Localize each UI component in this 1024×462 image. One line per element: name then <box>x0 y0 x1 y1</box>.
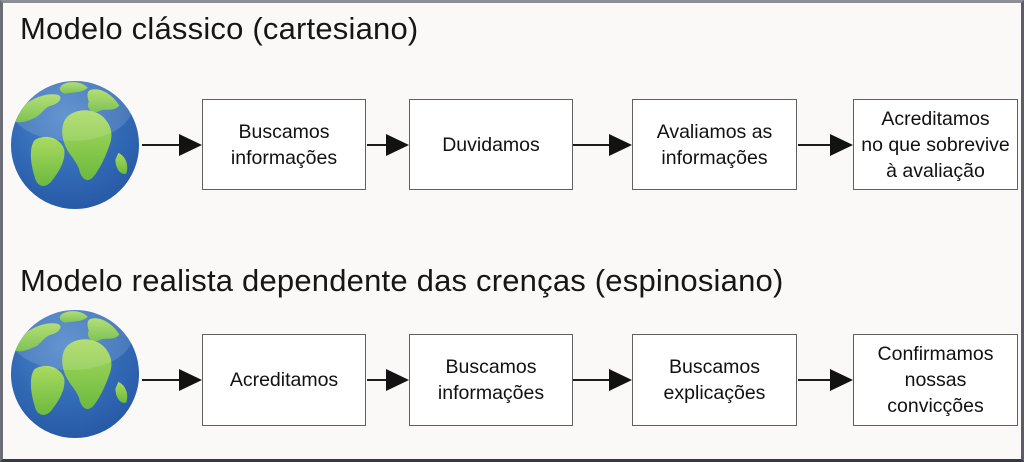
arrow-head-icon <box>179 134 202 156</box>
step-label: Acreditamos no que sobrevive à avaliação <box>861 107 1010 182</box>
arrow-head-icon <box>386 369 409 391</box>
flow-arrow <box>142 369 202 391</box>
earth-globe-icon <box>8 78 142 212</box>
classic-model-title: Modelo clássico (cartesiano) <box>20 11 419 46</box>
earth-globe-icon <box>8 307 142 441</box>
flow-arrow <box>573 134 632 156</box>
step-label: Buscamos informações <box>437 356 545 404</box>
flow-arrow <box>142 134 202 156</box>
flow-arrow <box>573 369 632 391</box>
step-box: Avaliamos as informações <box>632 99 797 190</box>
arrow-shaft <box>367 379 386 381</box>
step-box: Duvidamos <box>409 99 573 190</box>
step-box: Acreditamos <box>202 334 366 426</box>
realist-model-title: Modelo realista dependente das crenças (… <box>20 263 784 298</box>
arrow-shaft <box>573 379 609 381</box>
step-box: Buscamos informações <box>202 99 366 190</box>
arrow-shaft <box>798 144 830 146</box>
arrow-head-icon <box>830 134 853 156</box>
arrow-head-icon <box>609 134 632 156</box>
arrow-head-icon <box>386 134 409 156</box>
step-box: Acreditamos no que sobrevive à avaliação <box>853 99 1018 190</box>
step-label: Duvidamos <box>442 133 540 156</box>
step-box: Buscamos informações <box>409 334 573 426</box>
arrow-shaft <box>142 379 179 381</box>
step-box: Confirmamos nossas convicções <box>853 334 1018 426</box>
arrow-shaft <box>142 144 179 146</box>
step-label: Buscamos informações <box>230 120 338 169</box>
arrow-head-icon <box>609 369 632 391</box>
flow-arrow <box>798 369 853 391</box>
arrow-shaft <box>573 144 609 146</box>
step-label: Buscamos explicações <box>663 356 766 404</box>
step-label: Confirmamos nossas convicções <box>877 343 994 417</box>
step-label: Acreditamos <box>229 369 339 391</box>
arrow-head-icon <box>830 369 853 391</box>
step-label: Avaliamos as informações <box>656 120 773 169</box>
flow-arrow <box>798 134 853 156</box>
flow-arrow <box>367 369 409 391</box>
flow-arrow <box>367 134 409 156</box>
arrow-shaft <box>367 144 386 146</box>
arrow-head-icon <box>179 369 202 391</box>
step-box: Buscamos explicações <box>632 334 797 426</box>
arrow-shaft <box>798 379 830 381</box>
